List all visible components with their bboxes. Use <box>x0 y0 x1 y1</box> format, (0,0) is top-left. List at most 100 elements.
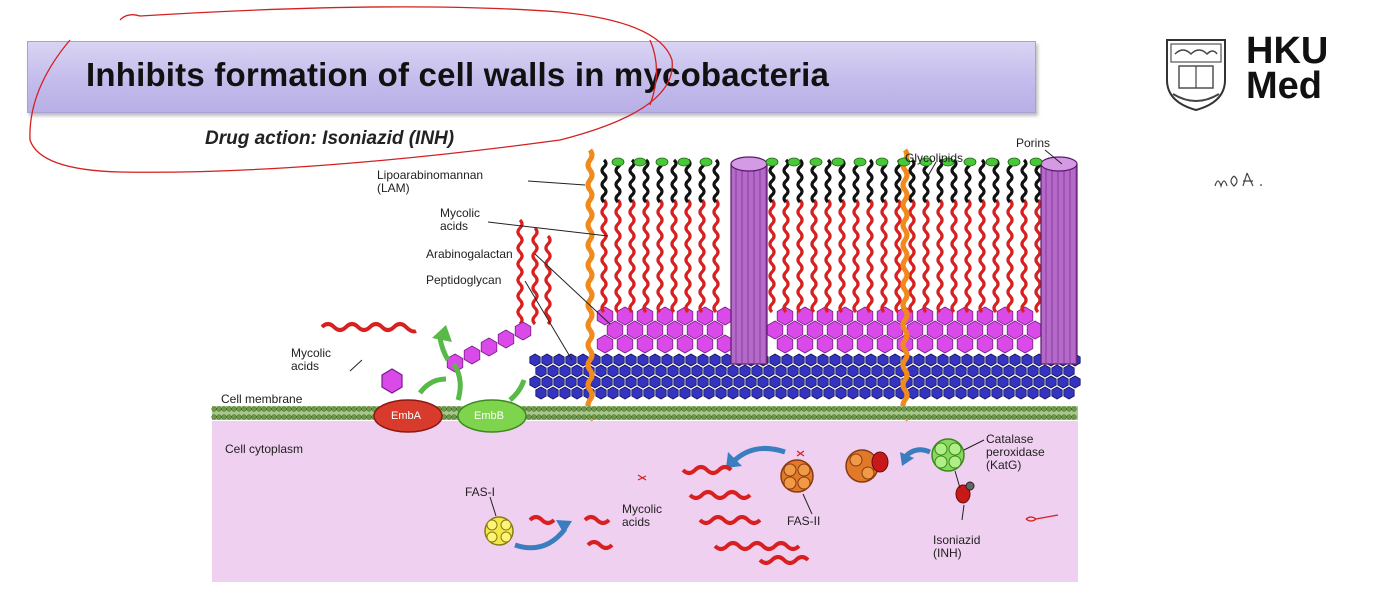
lipid-head <box>821 406 827 412</box>
lipid-head <box>606 414 612 420</box>
lipid-head <box>356 406 362 412</box>
green-arrow-4 <box>437 337 451 362</box>
mycolic-pointer-line <box>349 359 363 372</box>
lipid-head <box>241 406 247 412</box>
peptidoglycan-unit <box>751 386 763 400</box>
lipid-head <box>536 414 542 420</box>
lipid-head <box>286 406 292 412</box>
peptidoglycan-unit <box>907 386 919 400</box>
lipid-head <box>306 414 312 420</box>
peptidoglycan-unit <box>1051 386 1063 400</box>
arabinogalactan-unit <box>856 306 874 326</box>
peptidoglycan-unit <box>703 386 715 400</box>
peptidoglycan-unit <box>547 364 559 378</box>
peptidoglycan-unit <box>559 364 571 378</box>
lipid-head <box>676 414 682 420</box>
lipid-head <box>271 414 277 420</box>
lipid-head <box>246 414 252 420</box>
mycolic-acid-chain <box>1006 198 1014 314</box>
peptidoglycan-unit <box>661 353 673 367</box>
arabinogalactan-unit <box>906 320 924 340</box>
arabinogalactan-chain <box>446 321 532 373</box>
lipid-head <box>721 414 727 420</box>
lipid-head <box>321 406 327 412</box>
lipid-head <box>561 406 567 412</box>
lipid-head <box>896 406 902 412</box>
lipid-head <box>646 414 652 420</box>
lipid-head <box>716 414 722 420</box>
peptidoglycan-unit <box>817 353 829 367</box>
mycolic-acid-chain <box>810 198 818 314</box>
mycolic-acid-layer <box>516 158 1042 326</box>
lipid-head <box>326 406 332 412</box>
mycolic-acid-chain <box>600 198 608 314</box>
peptidoglycan-unit <box>685 375 697 389</box>
lipid-head <box>851 414 857 420</box>
glycolipid-head <box>1029 157 1043 167</box>
peptidoglycan-unit <box>841 353 853 367</box>
arabinogalactan-unit <box>514 321 532 341</box>
peptidoglycan-unit <box>577 353 589 367</box>
peptidoglycan-unit <box>835 386 847 400</box>
peptidoglycan-unit <box>1033 375 1045 389</box>
lipid-head <box>771 414 777 420</box>
peptidoglycan-unit <box>799 386 811 400</box>
arabinogalactan-unit <box>666 320 684 340</box>
mycolic-acid-chain <box>964 198 972 314</box>
lipid-head <box>701 406 707 412</box>
lipid-head <box>666 414 672 420</box>
glycolipid-head <box>963 157 977 167</box>
lipid-head <box>286 414 292 420</box>
glycolipid-tail <box>894 158 902 204</box>
lipid-head <box>631 414 637 420</box>
arabinogalactan-unit <box>463 345 481 365</box>
mycolic-acid-chain <box>544 234 552 326</box>
peptidoglycan-unit <box>829 353 841 367</box>
peptidoglycan-unit <box>565 353 577 367</box>
peptidoglycan-unit <box>817 375 829 389</box>
lipid-head <box>966 414 972 420</box>
lipid-head <box>926 414 932 420</box>
peptidoglycan-pointer <box>524 280 573 361</box>
label-fas-i: FAS-I <box>465 485 496 499</box>
lipid-head <box>296 414 302 420</box>
lipid-head <box>821 414 827 420</box>
lipid-head <box>531 414 537 420</box>
lipid-head <box>856 414 862 420</box>
lipid-head <box>621 414 627 420</box>
glycolipid-tail <box>950 158 958 204</box>
lipid-head <box>841 406 847 412</box>
lipid-head <box>756 406 762 412</box>
peptidoglycan-unit <box>631 364 643 378</box>
lipid-head <box>1011 406 1017 412</box>
label-glycolipids: Glycolipids <box>905 151 964 165</box>
label-arabinogalactan: Arabinogalactan <box>426 247 513 261</box>
mycolic-acid-chain <box>1034 198 1042 314</box>
lipid-head <box>731 406 737 412</box>
lam-strands <box>585 148 910 422</box>
lipid-head <box>686 406 692 412</box>
arabinogalactan-unit <box>497 329 515 349</box>
peptidoglycan-unit <box>781 353 793 367</box>
lipid-head <box>1036 406 1042 412</box>
peptidoglycan-unit <box>1027 386 1039 400</box>
peptidoglycan-unit <box>541 353 553 367</box>
lipid-head <box>816 414 822 420</box>
lipid-head <box>636 406 642 412</box>
cytoplasm-mycolic-strand <box>758 555 810 565</box>
arabinogalactan-unit <box>796 334 814 354</box>
peptidoglycan-unit <box>907 364 919 378</box>
lipid-head <box>316 406 322 412</box>
lipid-head <box>266 406 272 412</box>
lipid-head <box>331 414 337 420</box>
peptidoglycan-unit <box>679 386 691 400</box>
lipid-head <box>861 414 867 420</box>
arabinogalactan-unit <box>876 306 894 326</box>
peptidoglycan-unit <box>619 364 631 378</box>
lipid-head <box>721 406 727 412</box>
lipid-head <box>661 414 667 420</box>
peptidoglycan-unit <box>829 375 841 389</box>
glycolipid-head <box>765 157 779 167</box>
peptidoglycan-unit <box>595 364 607 378</box>
lipid-head <box>591 414 597 420</box>
